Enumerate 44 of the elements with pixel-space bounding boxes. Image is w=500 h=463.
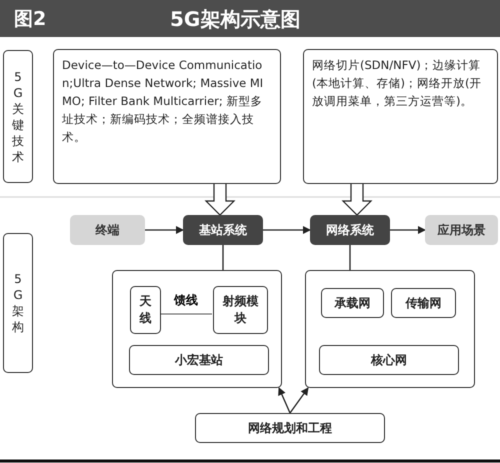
block-arrow xyxy=(204,183,236,216)
process-box xyxy=(70,215,145,245)
connector-line xyxy=(222,245,224,270)
arrow xyxy=(263,226,311,234)
node-text: 基站系统 xyxy=(199,222,247,238)
node-text: 射频模块 xyxy=(222,293,260,327)
node-text: 小宏基站 xyxy=(175,352,223,368)
node-text: 5G架构 xyxy=(12,271,24,335)
block-arrow xyxy=(342,183,372,216)
node-text: 网络规划和工程 xyxy=(248,420,332,436)
node-text: 承载网 xyxy=(334,294,370,312)
group-box xyxy=(112,270,282,388)
node-text: 天线 xyxy=(138,293,152,327)
process-box xyxy=(425,215,498,245)
node-text: 核心网 xyxy=(371,352,407,368)
text-box xyxy=(303,49,498,184)
title: 5G架构示意图 xyxy=(170,6,300,33)
node-text: 网络系统 xyxy=(326,222,374,238)
side-band xyxy=(3,233,33,373)
arrow xyxy=(145,226,184,234)
arrow xyxy=(289,387,309,414)
arrow xyxy=(278,387,291,414)
node-text: 传输网 xyxy=(406,294,442,312)
process-box xyxy=(310,215,390,245)
component-box xyxy=(130,286,161,334)
text-box xyxy=(53,49,281,184)
component-box xyxy=(321,288,384,318)
node-text: Device—to—Device Communication;Ultra Dense Network; Massive MIMO; Filter Bank Multicarrier; 新型多址技术；新编码技术；全频谱接入技术。 xyxy=(62,57,264,146)
component-box xyxy=(129,345,269,375)
connector-line xyxy=(349,245,351,270)
node-text: 5G关键技术 xyxy=(12,68,24,164)
component-box xyxy=(195,413,385,443)
node-text: 终端 xyxy=(96,222,120,238)
side-band xyxy=(3,50,33,183)
process-box xyxy=(183,215,263,245)
component-box xyxy=(319,345,459,375)
component-box xyxy=(391,288,456,318)
arrow xyxy=(390,226,426,234)
node-text: 网络切片(SDN/NFV)；边缘计算(本地计算、存储)；网络开放(开放调用菜单，第三方运营等)。 xyxy=(312,57,482,110)
figure-number: 图2 xyxy=(14,7,46,32)
node-text: 应用场景 xyxy=(438,222,486,238)
group-box xyxy=(305,270,475,388)
component-box xyxy=(213,286,268,334)
edge-label: 馈线 xyxy=(173,292,199,309)
